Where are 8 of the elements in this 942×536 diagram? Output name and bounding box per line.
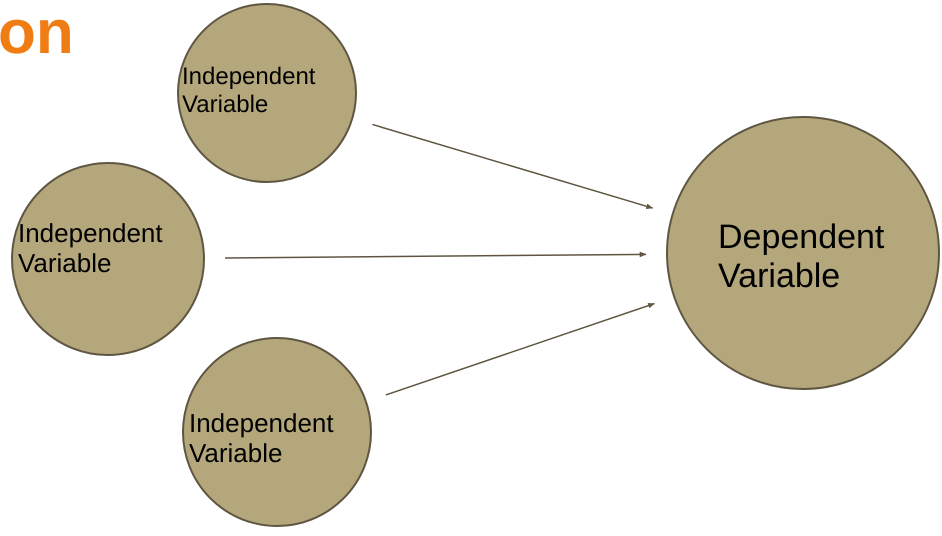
arrow — [386, 302, 656, 396]
title: on — [0, 2, 74, 64]
arrow — [372, 124, 654, 209]
arrow — [224, 252, 647, 259]
variable-label: Independent Variable — [189, 409, 335, 469]
variable-label: Independent Variable — [18, 219, 164, 279]
variable-label: Independent Variable — [182, 63, 316, 118]
variable-label: Dependent Variable — [718, 218, 886, 296]
